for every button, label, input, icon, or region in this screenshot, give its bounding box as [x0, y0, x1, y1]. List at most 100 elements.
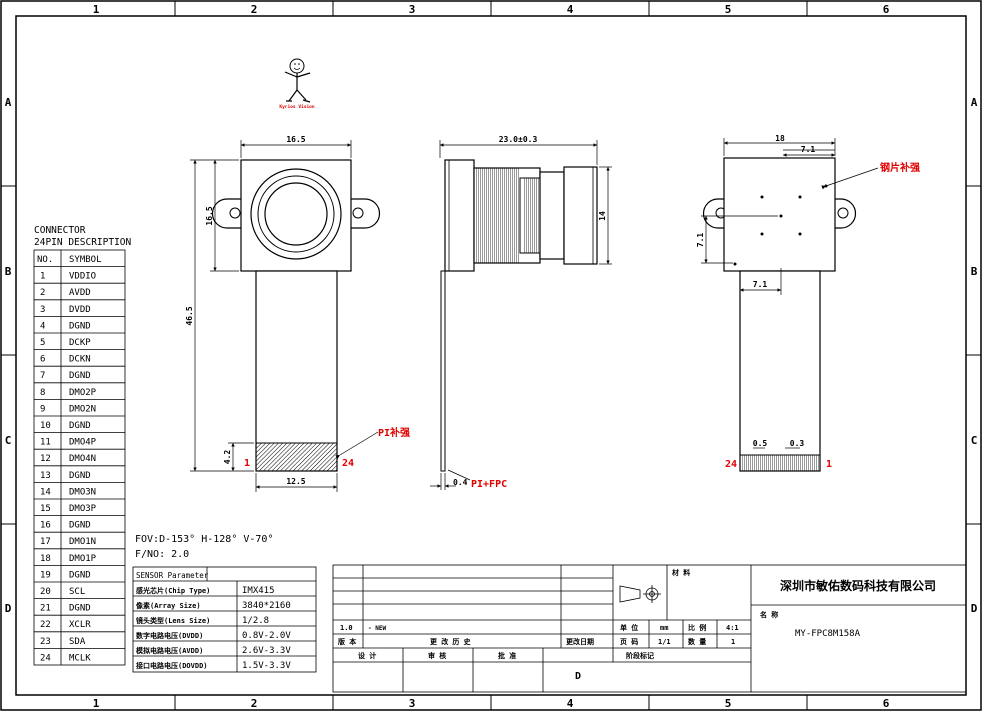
company-logo: Kyrios Vision — [279, 58, 315, 110]
front-dim-width: 16.5 — [286, 135, 305, 144]
pin-symbol: DGND — [69, 371, 91, 381]
pin-symbol: DMO1N — [69, 537, 96, 547]
side-view: 23.0±0.3 14 0.4 PI+FPC — [430, 135, 612, 490]
col-label-4-bottom: 4 — [567, 697, 574, 710]
pin-number: 19 — [40, 570, 51, 580]
stage-value: D — [575, 671, 581, 682]
row-label-b: B — [5, 265, 12, 278]
page-label: 页 码 — [620, 638, 638, 646]
front-pin-left: 1 — [244, 458, 250, 469]
pin-symbol: DVDD — [69, 305, 91, 315]
pin-number: 12 — [40, 454, 51, 464]
sensor-param-value: 2.6V-3.3V — [242, 646, 291, 656]
col-label-3-bottom: 3 — [409, 697, 416, 710]
pin-number: 10 — [40, 421, 51, 431]
pin-symbol: DGND — [69, 421, 91, 431]
row-label-c: C — [5, 434, 12, 447]
row-label-d: D — [5, 602, 12, 615]
front-dim-lens-height: 16.5 — [205, 206, 214, 225]
sensor-param-label: 镜头类型(Lens Size) — [136, 616, 210, 625]
history-label: 更 改 历 史 — [430, 637, 472, 646]
pin-symbol: DGND — [69, 521, 91, 531]
pin-number: 1 — [40, 272, 45, 282]
row-label-a-right: A — [971, 96, 978, 109]
approve-label: 批 准 — [498, 651, 516, 660]
pin-symbol: SCL — [69, 587, 85, 597]
pin-symbol: VDDIO — [69, 272, 96, 282]
stage-label: 阶段标记 — [626, 651, 654, 660]
side-dim-height: 14 — [598, 211, 607, 221]
material-label: 材 料 — [671, 568, 690, 577]
pin-symbol: SDA — [69, 637, 86, 647]
pin-table-frame — [33, 249, 126, 666]
row-label-b-right: B — [971, 265, 978, 278]
gold-fingers — [739, 454, 821, 472]
sensor-param-value: 1.5V-3.3V — [242, 661, 291, 671]
pin-number: 21 — [40, 604, 51, 614]
pin-number: 15 — [40, 504, 51, 514]
back-dim-offset-bottom: 7.1 — [753, 280, 768, 289]
col-label-4: 4 — [567, 3, 574, 16]
back-dim-width: 18 — [775, 134, 785, 143]
pin-symbol: DMO4N — [69, 454, 96, 464]
unit-label: 单 位 — [620, 623, 638, 632]
side-dim-length: 23.0±0.3 — [499, 135, 538, 144]
col-label-1: 1 — [93, 3, 100, 16]
sensor-param-label: 接口电路电压(DOVDD) — [136, 661, 208, 670]
fpc-strip — [255, 270, 338, 472]
pin-number: 11 — [40, 438, 51, 448]
pin-table-head-symbol: SYMBOL — [69, 255, 102, 265]
pin-symbol: DMO2N — [69, 404, 96, 414]
pin-number: 8 — [40, 388, 45, 398]
row-label-c-right: C — [971, 434, 978, 447]
pin-symbol: DGND — [69, 570, 91, 580]
sensor-param-label: 像素(Array Size) — [135, 601, 201, 610]
pin-symbol: DMO1P — [69, 554, 97, 564]
pin-number: 20 — [40, 587, 51, 597]
back-dim-offset-left: 7.1 — [696, 233, 705, 248]
side-dim-thickness: 0.4 — [453, 478, 468, 487]
back-dim-offset-top: 7.1 — [801, 145, 816, 154]
pin-number: 16 — [40, 521, 51, 531]
pin-number: 13 — [40, 471, 51, 481]
front-dim-pad-height: 4.2 — [223, 450, 232, 465]
pin-symbol: MCLK — [69, 653, 91, 663]
col-label-1-bottom: 1 — [93, 697, 100, 710]
name-label: 名 称 — [760, 610, 778, 619]
logo-caption: Kyrios Vision — [279, 104, 315, 110]
front-note-pi: PI补强 — [378, 426, 410, 439]
pin-number: 3 — [40, 305, 45, 315]
back-view: 18 7.1 7.1 7.1 0.5 0.3 24 1 钢片补强 — [696, 134, 920, 472]
pin-symbol: AVDD — [69, 288, 91, 298]
check-label: 审 核 — [428, 651, 446, 660]
optical-specs: FOV:D-153° H-128° V-70° F/NO: 2.0 — [135, 534, 273, 560]
change-date-label: 更改日期 — [566, 637, 594, 646]
back-fpc — [739, 270, 821, 472]
pin-symbol: DGND — [69, 471, 91, 481]
pin-number: 9 — [40, 404, 45, 414]
pin-number: 7 — [40, 371, 45, 381]
back-pin-left: 24 — [725, 459, 737, 470]
pin-number: 4 — [40, 321, 45, 331]
projection-symbol-icon — [619, 585, 661, 603]
sensor-param-value: 0.8V-2.0V — [242, 631, 291, 641]
rev-label: 版 本 — [338, 637, 356, 646]
back-pin-right: 1 — [826, 459, 832, 470]
page-value: 1/1 — [658, 638, 671, 646]
sensor-param-label: 模拟电路电压(AVDD) — [136, 646, 203, 655]
pin-symbol: DMO3N — [69, 487, 96, 497]
connector-title: CONNECTOR — [34, 225, 86, 236]
pin-number: 22 — [40, 620, 51, 630]
sensor-param-label: 数字电路电压(DVDD) — [136, 631, 203, 640]
pin-number: 23 — [40, 637, 51, 647]
col-label-2: 2 — [251, 3, 258, 16]
pin-symbol: DMO4P — [69, 438, 97, 448]
side-note-fpc: PI+FPC — [471, 479, 507, 490]
side-fpc — [440, 270, 446, 472]
front-dim-total-height: 46.5 — [185, 306, 194, 325]
sensor-parameter-table: SENSOR Parameter 感光芯片(Chip Type)IMX415像素… — [132, 566, 317, 673]
sensor-params-title: SENSOR Parameter — [136, 571, 209, 580]
fno-text: F/NO: 2.0 — [135, 549, 189, 560]
